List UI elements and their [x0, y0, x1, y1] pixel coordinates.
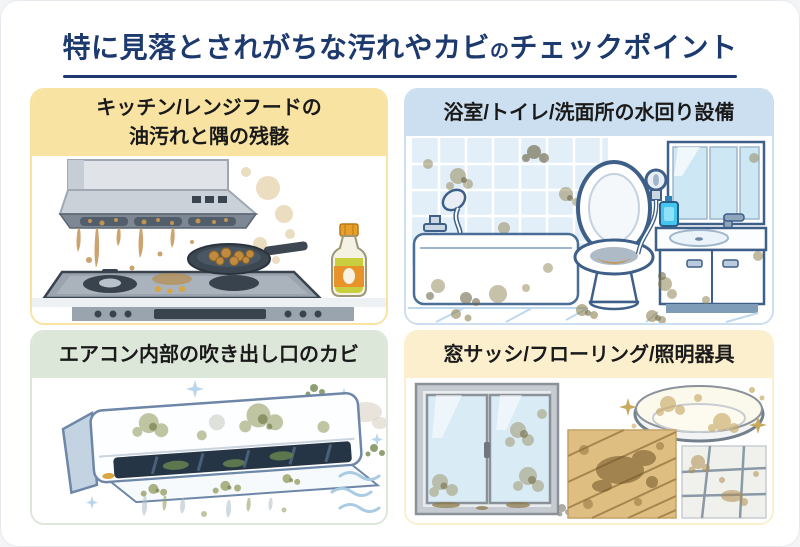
panel-aircon-title: エアコン内部の吹き出し口のカビ [59, 343, 359, 366]
panel-bathroom-title: 浴室/トイレ/洗面所の水回り設備 [443, 101, 735, 124]
ac-body-mold [132, 403, 330, 441]
panel-bathroom-body [406, 136, 772, 323]
panel-bathroom: 浴室/トイレ/洗面所の水回り設備 [404, 88, 774, 325]
tile-floor-stains [688, 455, 759, 506]
tub-mold-spots [426, 263, 553, 306]
window-floor-light-illustration [414, 382, 767, 519]
title-underline [63, 75, 737, 78]
wall-mold-spots [423, 145, 597, 241]
toilet-stain [596, 258, 632, 264]
range-hood [58, 159, 259, 229]
window-handle [484, 442, 490, 458]
bathroom-fixtures-mold-illustration [408, 138, 768, 323]
panel-kitchen-title-line1: キッチン/レンジフードの [96, 97, 322, 119]
light-dirt-spots [656, 394, 739, 433]
wood-floor-stains [579, 442, 664, 509]
air-conditioner-mold-illustration [61, 380, 386, 518]
panel-aircon-header: エアコン内部の吹き出し口のカビ [32, 332, 386, 378]
oil-bottle [331, 223, 367, 297]
ac-indicator-light [102, 472, 115, 480]
ac-unit [61, 392, 381, 504]
ac-vent [113, 441, 352, 479]
panel-kitchen-body [32, 156, 386, 323]
bathroom-floor [408, 304, 759, 323]
page-title-part1: 特に見落とされがちな汚れやカビ [62, 32, 490, 63]
vanity-mold-spots [658, 251, 763, 304]
ac-open-flap [108, 463, 381, 504]
panel-window: 窓サッシ/フローリング/照明器具 [404, 330, 774, 525]
sill-dirt [432, 502, 530, 510]
page-title-part2: の [489, 41, 510, 62]
grease-drips [76, 228, 194, 271]
panel-window-header: 窓サッシ/フローリング/照明器具 [406, 332, 772, 378]
panel-kitchen-title-line2: 油汚れと隅の残骸 [129, 126, 289, 148]
airflow-waves [330, 471, 381, 513]
panel-window-body [406, 378, 772, 523]
panel-kitchen-header: キッチン/レンジフードの 油汚れと隅の残骸 [32, 90, 386, 156]
vanity-unit [654, 140, 768, 313]
toilet-shower-hose [635, 168, 668, 255]
panel-aircon-body [32, 378, 386, 523]
stove-grease-stain [152, 273, 192, 294]
window-sash [414, 382, 571, 517]
left-burner [83, 269, 137, 293]
wood-floor [567, 429, 677, 519]
title-block: 特に見落とされがちな汚れやカビのチェックポイント [0, 26, 800, 78]
ac-drips [142, 496, 287, 518]
ceiling-light [633, 385, 765, 443]
panel-aircon: エアコン内部の吹き出し口のカビ [30, 330, 388, 525]
kitchen-counter [32, 298, 386, 321]
basin-faucet [723, 213, 745, 229]
range-hood-grease-illustration [32, 159, 386, 321]
bathtub [412, 232, 580, 306]
tub-faucet [423, 215, 447, 232]
floor-mold-spots [451, 304, 666, 323]
page-title: 特に見落とされがちな汚れやカビのチェックポイント [0, 26, 800, 66]
page-title-part3: チェックポイント [509, 32, 738, 63]
gas-stove [41, 269, 324, 300]
panel-kitchen: キッチン/レンジフードの 油汚れと隅の残骸 [30, 88, 388, 325]
blue-bottle [659, 196, 679, 227]
ac-left-endcap [61, 410, 99, 495]
toilet [573, 160, 655, 311]
frying-pan [187, 241, 308, 275]
tile-floor [681, 445, 767, 519]
window-mold-spots [429, 409, 547, 497]
hood-filters [80, 217, 236, 226]
panel-bathroom-header: 浴室/トイレ/洗面所の水回り設備 [406, 90, 772, 136]
panel-window-title: 窓サッシ/フローリング/照明器具 [443, 343, 735, 366]
